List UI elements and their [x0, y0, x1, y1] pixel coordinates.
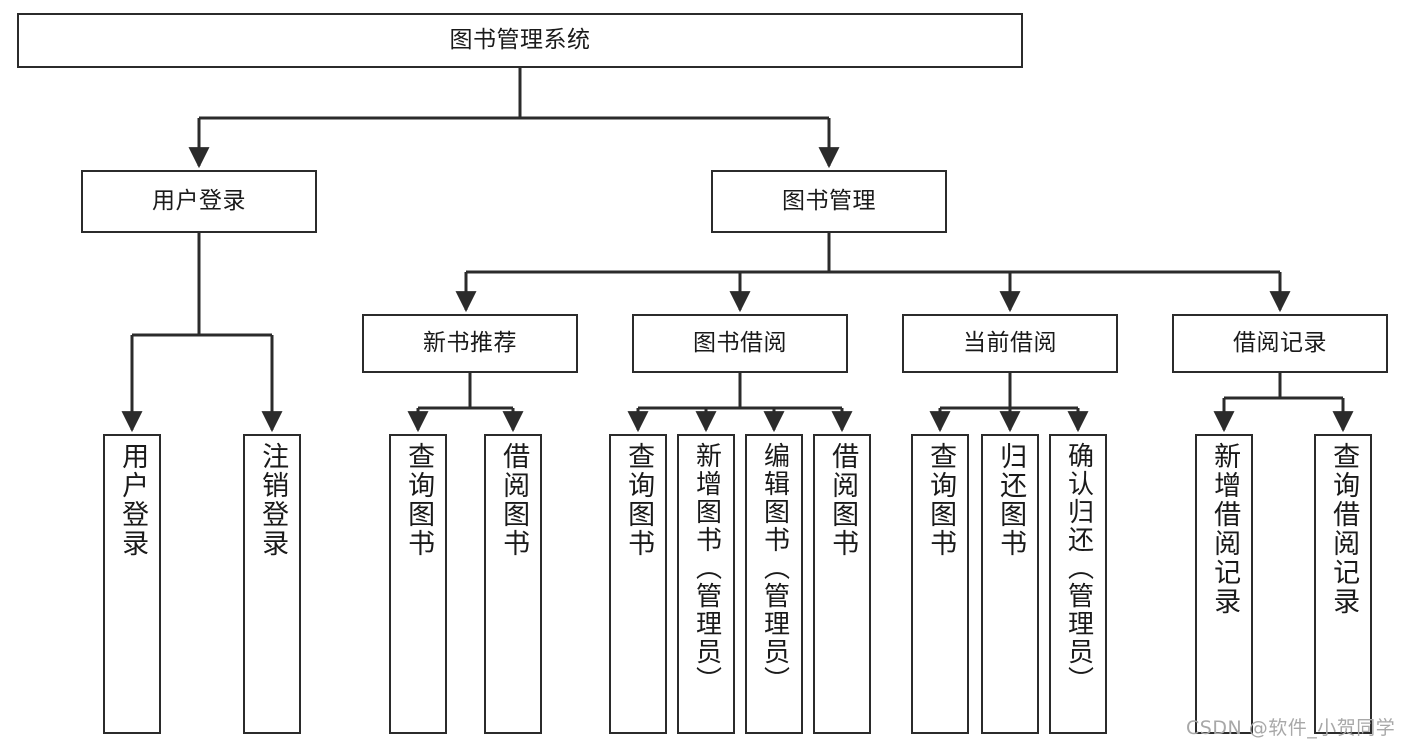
- node-label: 查询借阅记录: [1328, 442, 1360, 616]
- node-label: 查询图书: [623, 442, 655, 558]
- node-label: 归还图书: [995, 442, 1027, 558]
- node-leaf-current-return[interactable]: 归还图书: [981, 434, 1039, 734]
- node-label: 图书管理系统: [449, 26, 591, 53]
- node-leaf-borrow-query[interactable]: 查询图书: [609, 434, 667, 734]
- node-label: 编辑图书（管理员）: [759, 442, 790, 694]
- node-root-book-management-system[interactable]: 图书管理系统: [17, 13, 1023, 68]
- csdn-watermark: CSDN @软件_小贺同学: [1186, 717, 1396, 739]
- node-label: 图书借阅: [693, 329, 787, 356]
- node-leaf-current-query[interactable]: 查询图书: [911, 434, 969, 734]
- node-leaf-new-book-query[interactable]: 查询图书: [389, 434, 447, 734]
- node-label: 查询图书: [403, 442, 435, 558]
- node-leaf-current-confirm-return-admin[interactable]: 确认归还（管理员）: [1049, 434, 1107, 734]
- node-label: 用户登录: [117, 442, 149, 558]
- node-leaf-records-add[interactable]: 新增借阅记录: [1195, 434, 1253, 734]
- node-label: 注销登录: [257, 442, 289, 558]
- node-new-book-recommend[interactable]: 新书推荐: [362, 314, 578, 373]
- node-label: 新书推荐: [423, 329, 517, 356]
- node-user-login[interactable]: 用户登录: [81, 170, 317, 233]
- node-label: 当前借阅: [963, 329, 1057, 356]
- node-leaf-borrow-add-book-admin[interactable]: 新增图书（管理员）: [677, 434, 735, 734]
- node-current-borrow[interactable]: 当前借阅: [902, 314, 1118, 373]
- node-label: 借阅图书: [827, 442, 859, 558]
- node-label: 用户登录: [152, 187, 246, 214]
- node-leaf-borrow-edit-book-admin[interactable]: 编辑图书（管理员）: [745, 434, 803, 734]
- node-label: 查询图书: [925, 442, 957, 558]
- node-book-management[interactable]: 图书管理: [711, 170, 947, 233]
- node-label: 新增图书（管理员）: [691, 442, 722, 694]
- node-label: 借阅记录: [1233, 329, 1327, 356]
- node-leaf-user-login-logout[interactable]: 注销登录: [243, 434, 301, 734]
- node-book-borrow[interactable]: 图书借阅: [632, 314, 848, 373]
- node-leaf-records-query[interactable]: 查询借阅记录: [1314, 434, 1372, 734]
- node-label: 确认归还（管理员）: [1063, 442, 1094, 694]
- node-borrow-records[interactable]: 借阅记录: [1172, 314, 1388, 373]
- node-leaf-borrow-borrow-book[interactable]: 借阅图书: [813, 434, 871, 734]
- node-label: 借阅图书: [498, 442, 530, 558]
- node-leaf-new-book-borrow[interactable]: 借阅图书: [484, 434, 542, 734]
- node-leaf-user-login-login[interactable]: 用户登录: [103, 434, 161, 734]
- node-label: 新增借阅记录: [1209, 442, 1241, 616]
- node-label: 图书管理: [782, 187, 876, 214]
